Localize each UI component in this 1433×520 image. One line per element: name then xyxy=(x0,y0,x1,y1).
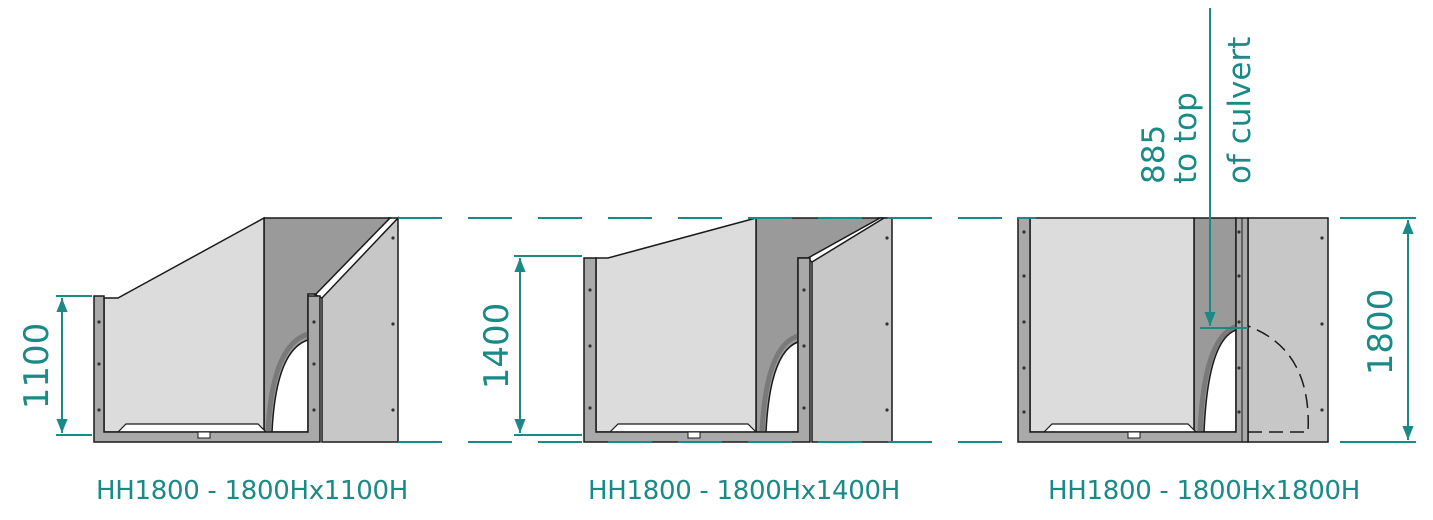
culvert-note-of-culvert: of culvert xyxy=(1222,37,1258,184)
culvert-arch-rim xyxy=(1197,323,1239,433)
drain-notch xyxy=(687,431,701,439)
u-section xyxy=(1017,217,1249,443)
wing-panel-left xyxy=(1029,217,1195,433)
headwall-drawing-1400: 1400 xyxy=(477,217,893,443)
dimension-885 xyxy=(1200,8,1248,329)
headwall-drawing-1800: 885 to top of culvert 1800 xyxy=(1017,8,1416,443)
base-apron xyxy=(1042,423,1198,433)
dimension-1800 xyxy=(1340,217,1416,443)
dimension-label-1100: 1100 xyxy=(17,323,57,410)
dimension-label-1800: 1800 xyxy=(1361,289,1401,376)
culvert-note-to-top: to top xyxy=(1168,92,1204,184)
caption-1800: HH1800 - 1800Hx1800H xyxy=(1048,476,1361,506)
wing-panel-left xyxy=(103,216,265,433)
caption-1100: HH1800 - 1800Hx1100H xyxy=(96,476,409,506)
culvert-arch-rim xyxy=(265,331,309,433)
u-section xyxy=(93,295,321,443)
bolt-holes xyxy=(97,236,395,412)
culvert-outline-dashed xyxy=(1247,325,1309,433)
culvert-note-885: 885 xyxy=(1136,125,1172,184)
dimension-1400 xyxy=(514,255,582,436)
culvert-arch-rim xyxy=(759,333,799,433)
dimension-label-1400: 1400 xyxy=(477,303,517,390)
u-section xyxy=(583,257,811,443)
headwall-drawing-1100: 1100 xyxy=(17,216,400,443)
dimension-1100 xyxy=(56,295,92,436)
base-apron xyxy=(608,423,758,433)
caption-1400: HH1800 - 1800Hx1400H xyxy=(588,476,901,506)
drain-notch xyxy=(197,431,211,439)
base-apron xyxy=(116,423,268,433)
wing-panel-left xyxy=(595,217,757,433)
bolt-holes xyxy=(588,236,889,412)
wing-panel-right xyxy=(1247,217,1329,443)
drain-notch xyxy=(1127,431,1141,439)
bolt-holes xyxy=(1022,230,1324,414)
